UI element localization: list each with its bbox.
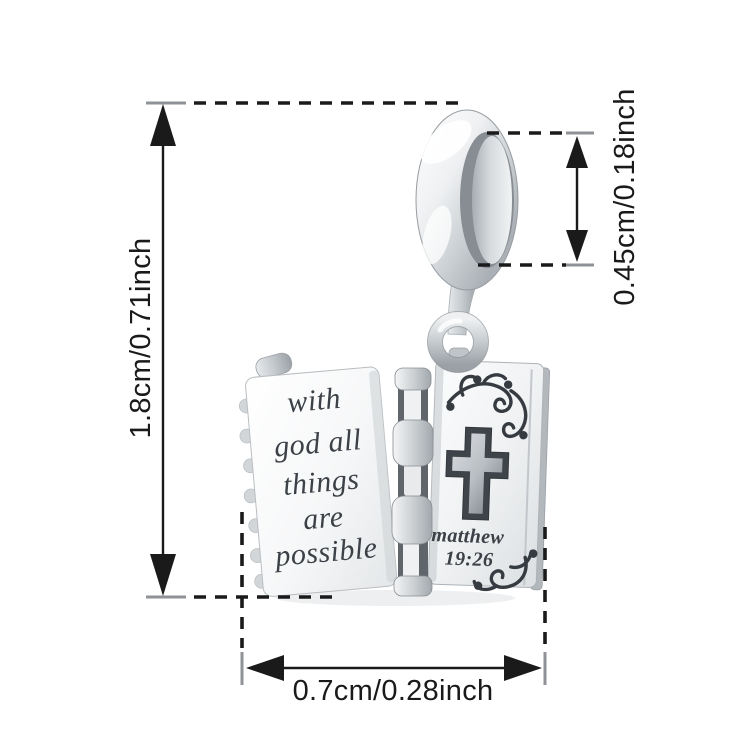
page-engraving-line: with <box>286 382 342 420</box>
charm-illustration: with god all things are possible <box>238 109 551 606</box>
bail-arrowhead-down <box>566 230 588 262</box>
height-arrowhead-up <box>150 104 176 146</box>
book-hinge <box>391 367 434 597</box>
cross-icon <box>445 426 510 521</box>
bail-ring <box>415 109 519 291</box>
cover-edge-line <box>523 369 533 586</box>
height-dimension-label: 1.8cm/0.71inch <box>125 238 157 439</box>
cover-engraving-book: matthew <box>431 524 505 549</box>
height-arrowhead-down <box>150 554 176 596</box>
bail-highlight-lower <box>422 205 452 265</box>
bail-arrowhead-up <box>566 136 588 168</box>
width-arrowhead-left <box>246 655 284 681</box>
cover-reference-text: matthew 19:26 <box>431 524 505 572</box>
flourish-ornament-bottom <box>472 549 538 592</box>
cover-engraving-verse: 19:26 <box>444 548 493 572</box>
width-arrowhead-right <box>504 655 542 681</box>
book-left-page: with god all things are possible <box>238 352 398 597</box>
page-engraving-line: god all <box>273 423 363 464</box>
width-dimension: 0.7cm/0.28inch <box>240 512 547 707</box>
book-shadow <box>275 590 515 606</box>
page-engraving-line: are <box>302 500 345 536</box>
jump-ring <box>427 311 489 373</box>
bail-highlight <box>420 120 472 164</box>
bail-opening-dimension: 0.45cm/0.18inch <box>478 88 641 306</box>
book-right-cover: matthew 19:26 <box>427 359 551 592</box>
bail-hole <box>472 136 512 264</box>
height-dimension: 1.8cm/0.71inch <box>125 101 464 599</box>
page-engraving-line: things <box>282 462 361 502</box>
page-inner-shadow <box>369 370 397 583</box>
bail-opening-dimension-label: 0.45cm/0.18inch <box>609 88 641 305</box>
width-dimension-label: 0.7cm/0.28inch <box>293 675 494 707</box>
flourish-ornament-top <box>446 373 528 440</box>
